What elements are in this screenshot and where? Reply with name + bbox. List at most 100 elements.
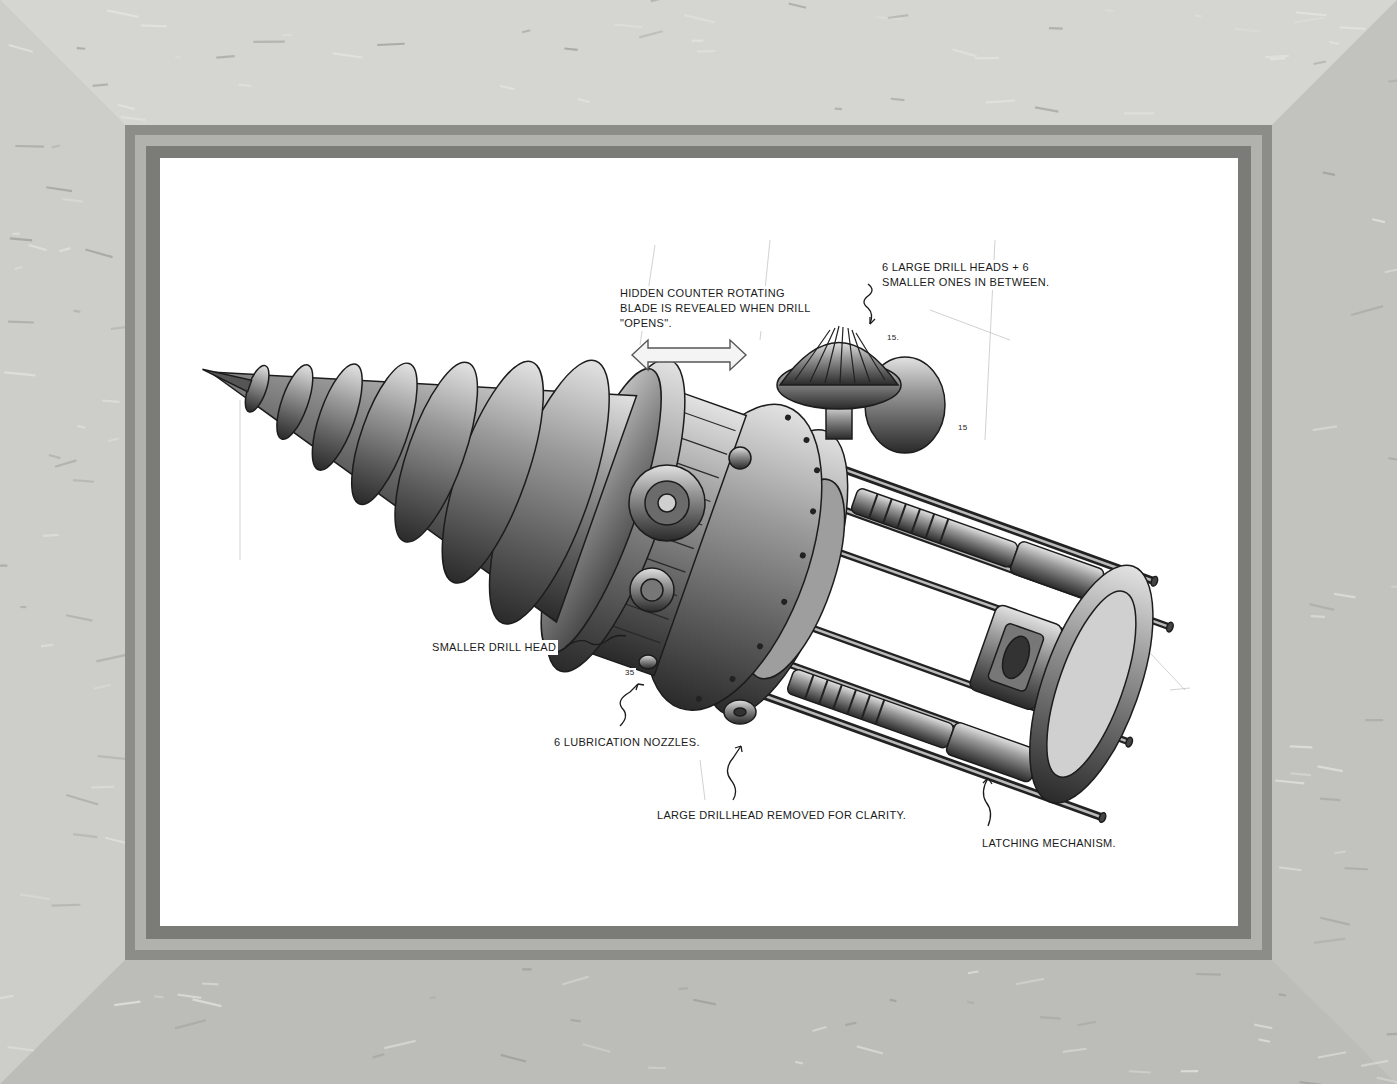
texture-stroke <box>968 971 978 973</box>
texture-stroke <box>789 4 806 8</box>
texture-stroke <box>4 372 35 375</box>
molding <box>135 135 1262 950</box>
end-ring <box>1004 550 1178 818</box>
texture-stroke <box>98 756 126 759</box>
texture-stroke <box>1296 12 1327 15</box>
large-drill-cone <box>780 343 898 386</box>
texture-stroke <box>91 786 114 789</box>
texture-stroke <box>583 1044 610 1052</box>
callout-number: 15. <box>886 333 900 342</box>
texture-stroke <box>812 1027 826 1031</box>
texture-stroke <box>52 904 81 907</box>
texture-stroke <box>216 56 234 57</box>
texture-stroke <box>52 145 60 147</box>
texture-stroke <box>0 565 7 567</box>
texture-stroke <box>1372 219 1385 222</box>
texture-stroke <box>1270 58 1286 59</box>
texture-stroke <box>1063 1049 1087 1052</box>
texture-stroke <box>975 57 999 60</box>
texture-stroke <box>85 249 112 257</box>
texture-stroke <box>795 1062 803 1064</box>
texture-stroke <box>1105 9 1114 12</box>
texture-stroke <box>175 1020 206 1028</box>
texture-stroke <box>500 86 515 89</box>
note: LARGE DRILLHEAD REMOVED FOR CLARITY. <box>655 808 908 823</box>
texture-stroke <box>891 99 905 100</box>
texture-stroke <box>121 117 146 120</box>
texture-stroke <box>9 45 33 52</box>
texture-stroke <box>1311 615 1325 618</box>
part-label: LATCHING MECHANISM. <box>980 836 1118 851</box>
texture-stroke <box>1314 62 1326 64</box>
molding <box>146 146 1251 939</box>
texture-stroke <box>109 438 119 441</box>
texture-stroke <box>1340 27 1366 29</box>
smaller-drill-head <box>630 568 674 612</box>
texture-stroke <box>238 85 251 86</box>
texture-stroke <box>1385 266 1397 272</box>
texture-stroke <box>282 34 292 36</box>
texture-stroke <box>175 57 181 58</box>
texture-stroke <box>1279 867 1302 870</box>
texture-stroke <box>693 1000 716 1005</box>
texture-stroke <box>835 108 842 111</box>
texture-stroke <box>202 982 219 985</box>
texture-stroke <box>49 455 60 458</box>
molding <box>125 125 1272 960</box>
texture-stroke <box>8 320 34 323</box>
drill <box>147 214 1201 859</box>
texture-stroke <box>684 15 715 22</box>
texture-stroke <box>1314 939 1345 943</box>
texture-stroke <box>41 645 53 647</box>
texture-stroke <box>697 50 715 53</box>
texture-stroke <box>1234 29 1259 32</box>
texture-stroke <box>986 101 1015 103</box>
texture-stroke <box>377 44 404 45</box>
small-drill-head <box>629 465 705 541</box>
frame-right <box>1272 0 1397 1084</box>
screw-flight <box>269 361 320 444</box>
texture-stroke <box>1300 1082 1322 1084</box>
texture-stroke <box>952 49 976 56</box>
texture-stroke <box>562 977 589 985</box>
texture-stroke <box>1049 27 1063 30</box>
texture-stroke <box>1334 594 1355 598</box>
screw-flights <box>202 254 633 636</box>
texture-stroke <box>1387 1033 1397 1034</box>
texture-stroke <box>1309 604 1334 610</box>
texture-stroke <box>141 24 167 27</box>
texture-stroke <box>1195 14 1202 17</box>
texture-stroke <box>29 245 47 250</box>
texture-stroke <box>1124 112 1154 114</box>
texture-stroke <box>1040 1017 1061 1019</box>
part-label: SMALLER DRILL HEAD <box>430 640 558 655</box>
texture-stroke <box>192 999 221 1006</box>
texture-stroke <box>1323 172 1335 174</box>
texture-stroke <box>1035 107 1058 111</box>
texture-stroke <box>1275 780 1304 783</box>
texture-stroke <box>73 480 94 482</box>
paper <box>160 158 1238 926</box>
texture-stroke <box>430 997 436 998</box>
texture-stroke <box>154 996 163 997</box>
frame-bottom <box>0 960 1397 1084</box>
double-arrow <box>632 340 746 370</box>
texture-stroke <box>1078 1022 1097 1025</box>
texture-stroke <box>564 49 577 50</box>
frame-top <box>0 0 1397 125</box>
texture-stroke <box>55 460 76 466</box>
texture-stroke <box>614 24 642 27</box>
texture-stroke <box>20 606 26 608</box>
lubrication-nozzle <box>729 447 751 469</box>
texture-stroke <box>373 1054 385 1057</box>
texture-stroke <box>651 0 660 1</box>
texture-stroke <box>639 31 662 37</box>
part-label: 6 LUBRICATION NOZZLES. <box>552 735 702 750</box>
texture-stroke <box>0 996 14 998</box>
texture-stroke <box>66 795 98 804</box>
texture-stroke <box>1388 80 1397 82</box>
texture-stroke <box>111 327 127 329</box>
